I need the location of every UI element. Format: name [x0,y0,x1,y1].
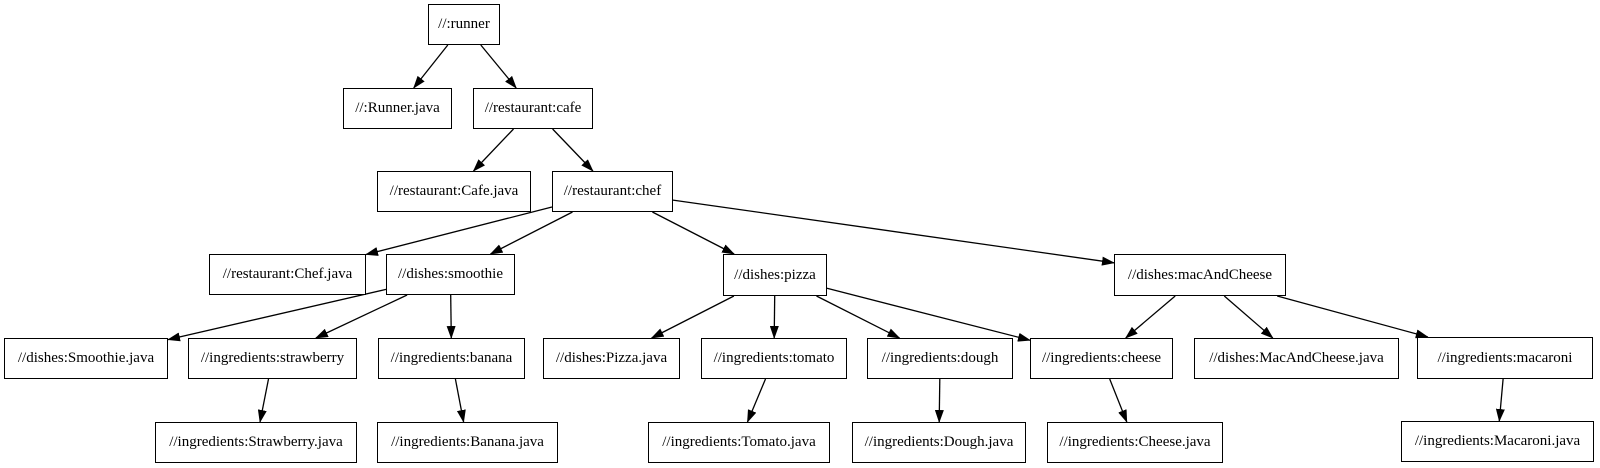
edge-pizza-to-dough [816,295,901,339]
node-tomato-java: //ingredients:Tomato.java [648,422,830,463]
node-mac-and-cheese: //dishes:macAndCheese [1114,254,1286,296]
edge-strawberry-to-strawberry-java [257,378,270,423]
node-pizza-java: //dishes:Pizza.java [543,338,680,379]
edge-mac-and-cheese-to-macaroni [1277,295,1429,339]
node-cheese: //ingredients:cheese [1030,338,1173,379]
edge-pizza-to-cheese [826,287,1031,342]
node-chef-java: //restaurant:Chef.java [209,254,366,295]
node-tomato: //ingredients:tomato [701,338,847,379]
edge-cafe-to-cafe-java [472,128,514,172]
node-banana-java: //ingredients:Banana.java [377,422,558,463]
node-strawberry: //ingredients:strawberry [188,338,357,379]
edge-mac-and-cheese-to-mac-and-cheese-java [1223,295,1274,339]
node-cafe: //restaurant:cafe [473,88,593,129]
node-dough-java: //ingredients:Dough.java [852,422,1026,463]
edge-runner-to-cafe [480,44,517,89]
node-chef: //restaurant:chef [552,171,673,212]
edge-chef-to-mac-and-cheese [672,199,1115,266]
edge-banana-to-banana-java [454,378,466,423]
node-cheese-java: //ingredients:Cheese.java [1047,422,1223,463]
edge-smoothie-to-banana [446,294,456,339]
node-runner: //:runner [428,4,500,45]
edge-smoothie-to-strawberry [314,294,408,339]
edge-mac-and-cheese-to-cheese [1124,295,1176,339]
edge-chef-to-smoothie [489,211,573,255]
node-smoothie: //dishes:smoothie [386,254,515,295]
edge-tomato-to-tomato-java [746,378,767,423]
edge-pizza-to-tomato [769,295,779,339]
edge-pizza-to-pizza-java [650,295,735,339]
node-macaroni-java: //ingredients:Macaroni.java [1401,421,1594,462]
edge-cafe-to-chef [552,128,594,172]
edge-dough-to-dough-java [934,378,944,423]
node-macaroni: //ingredients:macaroni [1417,337,1593,379]
node-dough: //ingredients:dough [867,338,1013,379]
node-banana: //ingredients:banana [378,338,525,379]
edge-smoothie-to-smoothie-java [167,288,387,342]
node-smoothie-java: //dishes:Smoothie.java [4,338,168,379]
edge-cheese-to-cheese-java [1109,378,1128,423]
edge-runner-to-runner-java [413,44,449,89]
edge-chef-to-chef-java [365,206,553,256]
node-pizza: //dishes:pizza [723,254,827,296]
node-strawberry-java: //ingredients:Strawberry.java [155,422,357,463]
node-mac-and-cheese-java: //dishes:MacAndCheese.java [1194,338,1399,379]
node-cafe-java: //restaurant:Cafe.java [377,171,531,212]
edge-chef-to-pizza [652,211,735,255]
edge-macaroni-to-macaroni-java [1495,378,1505,422]
node-runner-java: //:Runner.java [343,88,452,129]
